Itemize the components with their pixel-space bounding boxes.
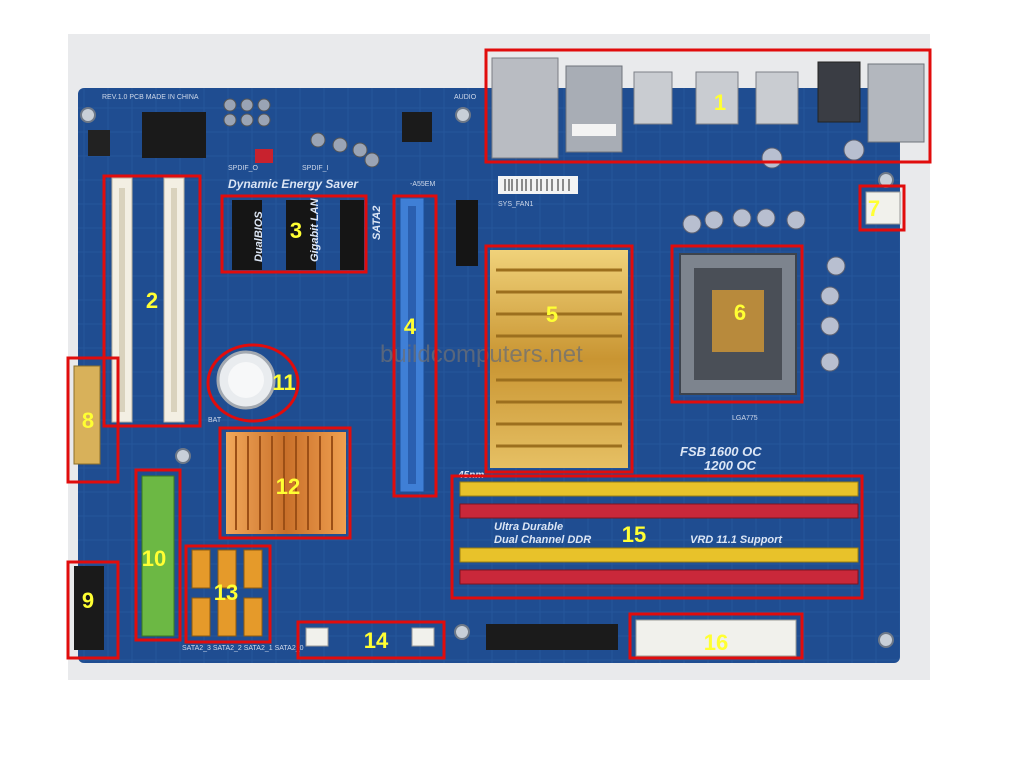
- callout-number-15: 15: [622, 522, 646, 547]
- barcode-lines: [504, 179, 570, 191]
- spdif-i-label: SPDIF_I: [302, 165, 329, 172]
- cmos-battery-center: [228, 362, 264, 398]
- callout-number-13: 13: [214, 580, 238, 605]
- callout-box-1: [484, 48, 932, 164]
- callout-number-1: 1: [714, 90, 726, 115]
- dimm-slots: [459, 481, 859, 585]
- callout-box-16: [628, 612, 804, 660]
- pcie-x16-slot-groove: [408, 206, 416, 484]
- lga-label: LGA775: [732, 415, 758, 422]
- header-connector: [88, 130, 110, 156]
- atx-4pin-connector: [865, 191, 901, 225]
- spdif-label: SPDIF_O: [228, 165, 259, 172]
- callout-box-9: [66, 560, 120, 660]
- floppy-header: [486, 624, 618, 650]
- sys-fan1-label: SYS_FAN1: [498, 201, 534, 208]
- callout-number-8: 8: [82, 408, 94, 433]
- callout-number-3: 3: [290, 218, 302, 243]
- callout-number-10: 10: [142, 546, 166, 571]
- vrm-capacitors: [682, 139, 865, 372]
- model-label: -A55EM: [410, 181, 435, 188]
- ide-connector: [141, 475, 175, 637]
- spdif-header: [255, 149, 273, 163]
- floppy-connector: [74, 566, 104, 650]
- northbridge-heatsink: [490, 250, 628, 468]
- audio-chip: [402, 112, 432, 142]
- barcode-sticker: [498, 176, 578, 194]
- callout-number-6: 6: [734, 300, 746, 325]
- callout-number-7: 7: [868, 196, 880, 221]
- heatsink-fins-copper: [235, 436, 333, 530]
- pcie-x1-slots: [232, 200, 478, 270]
- callout-box-15: [450, 474, 864, 600]
- fan-header-1: [305, 627, 329, 647]
- atx-24pin-connector: [635, 619, 797, 657]
- callout-box-3: [220, 194, 368, 274]
- audio-label: AUDIO: [454, 94, 477, 101]
- ram-label-line3: VRD 11.1 Support: [690, 534, 783, 546]
- callout-number-4: 4: [404, 314, 417, 339]
- callout-number-5: 5: [546, 302, 558, 327]
- callout-box-11: [206, 343, 300, 423]
- callout-box-5: [484, 244, 634, 474]
- bios-chip: [142, 112, 206, 158]
- ram-label-line1: Ultra Durable: [494, 521, 563, 533]
- southbridge-heatsink: [226, 432, 346, 534]
- callout-number-11: 11: [272, 370, 295, 395]
- callout-number-14: 14: [364, 628, 389, 653]
- energy-saver-label: Dynamic Energy Saver: [228, 177, 359, 191]
- front-audio-header: [73, 365, 101, 465]
- gigabit-label: Gigabit LAN: [309, 197, 321, 262]
- callout-number-16: 16: [704, 630, 728, 655]
- callout-box-7: [858, 184, 906, 232]
- callout-box-12: [218, 426, 352, 540]
- cpu-socket-pins: [712, 290, 764, 352]
- watermark-text: buildcomputers.net: [380, 341, 583, 368]
- io-panel: [491, 57, 925, 159]
- heatsink-fins-gold: [496, 268, 622, 448]
- callout-box-8: [66, 356, 120, 484]
- sata2-label: SATA2: [371, 206, 383, 240]
- rev-label: REV.1.0 PCB MADE IN CHINA: [102, 94, 199, 101]
- ram-label-line2: Dual Channel DDR: [494, 534, 591, 546]
- callout-box-14: [296, 620, 446, 660]
- callout-box-13: [184, 544, 272, 644]
- callout-box-6: [670, 244, 804, 404]
- callout-box-2: [102, 174, 202, 428]
- callout-box-10: [134, 468, 182, 642]
- fsb-label-line2: 1200 OC: [704, 458, 757, 473]
- callout-number-12: 12: [276, 474, 300, 499]
- bat-label: BAT: [208, 417, 222, 424]
- sata-ports: [191, 549, 263, 637]
- callout-number-9: 9: [82, 588, 94, 613]
- callout-number-2: 2: [146, 288, 158, 313]
- dualbios-label: DualBIOS: [253, 211, 265, 262]
- callout-box-4: [392, 194, 438, 498]
- capacitor-cluster-top: [223, 98, 380, 168]
- fsb-label-line1: FSB 1600 OC: [680, 444, 762, 459]
- sata-ports-label: SATA2_3 SATA2_2 SATA2_1 SATA2_0: [182, 645, 304, 652]
- fan-header-2: [411, 627, 435, 647]
